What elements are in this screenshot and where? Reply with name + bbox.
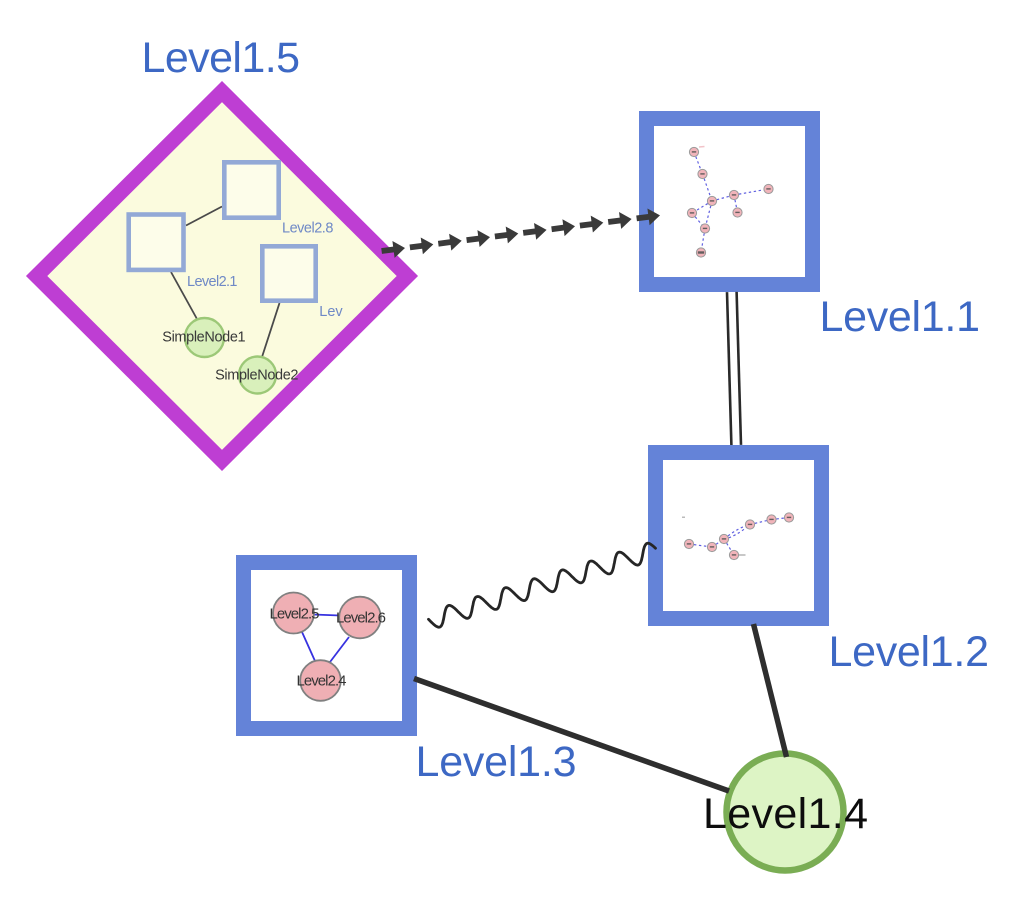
svg-text:Level2.8: Level2.8 xyxy=(282,221,333,237)
svg-text:SimpleNode2: SimpleNode2 xyxy=(215,368,298,384)
svg-text:Level2.6: Level2.6 xyxy=(336,610,386,627)
svg-text:Level1.5: Level1.5 xyxy=(142,34,301,82)
svg-text:Level1.2: Level1.2 xyxy=(829,628,990,676)
svg-text:Level1.3: Level1.3 xyxy=(416,738,577,786)
svg-text:SimpleNode1: SimpleNode1 xyxy=(162,330,245,346)
svg-text:Level2.5: Level2.5 xyxy=(270,606,320,623)
svg-text:Level1.4: Level1.4 xyxy=(703,790,868,838)
svg-text:Level1.1: Level1.1 xyxy=(820,293,981,341)
svg-text:Lev: Lev xyxy=(319,304,343,320)
svg-text:Level2.1: Level2.1 xyxy=(187,274,238,290)
svg-text:Level2.4: Level2.4 xyxy=(297,673,347,690)
